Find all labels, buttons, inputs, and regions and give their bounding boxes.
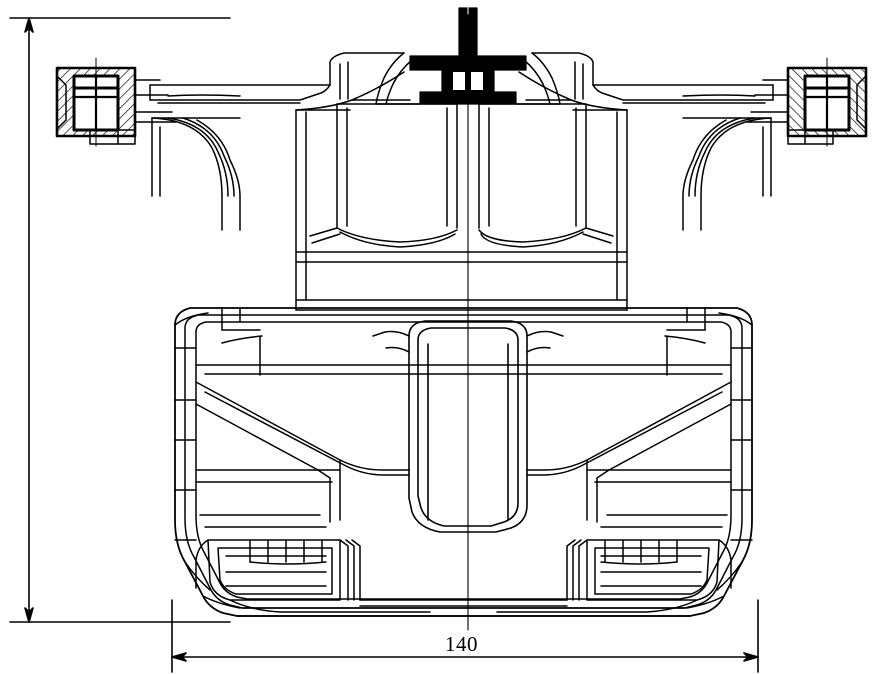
left-mounting-bracket [55, 57, 177, 147]
right-upper-arm [592, 84, 774, 231]
top-center-housing [295, 52, 628, 311]
piston-bore-left [309, 103, 458, 248]
left-upper-arm [149, 84, 331, 231]
right-mounting-bracket [746, 57, 868, 147]
cylinder-block-base [295, 251, 628, 311]
bleeder-screw [409, 3, 527, 105]
bottom-plate [202, 595, 725, 617]
horizontal-dimension-label: 140 [445, 632, 478, 656]
body-top-gussets [174, 307, 753, 344]
lower-body-bands [195, 469, 732, 528]
bottom-corner-chamfers [174, 539, 753, 591]
piston-bore-right [478, 103, 614, 248]
center-window [408, 320, 528, 533]
caliper-body-outline [174, 307, 753, 617]
dimension-lines [9, 17, 759, 673]
brake-pad-right [496, 539, 732, 613]
brake-pad-left [195, 539, 431, 613]
body-upper-band [174, 335, 753, 376]
diagonal-ribs [195, 381, 732, 523]
center-window-lobes [372, 330, 564, 353]
side-edge-details [174, 399, 753, 491]
